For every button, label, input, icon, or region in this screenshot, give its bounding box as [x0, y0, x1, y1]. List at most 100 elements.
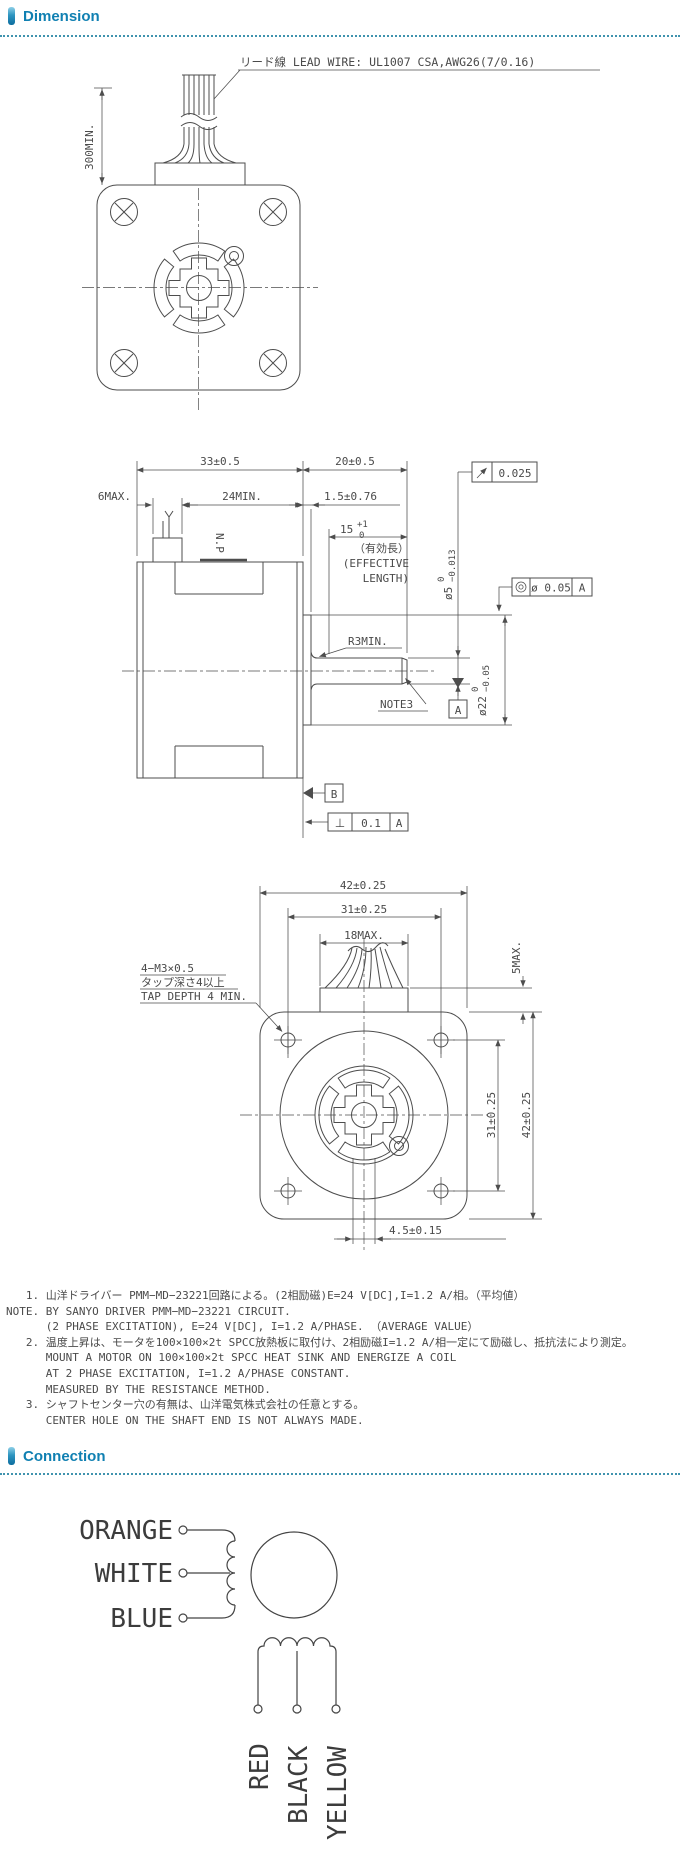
phase-b-coil: [257, 1637, 337, 1705]
lead-wire-label: リード線 LEAD WIRE: UL1007 CSA,AWG26(7/0.16): [240, 55, 535, 69]
index-hole-inner: [229, 251, 239, 261]
svg-text:4−M3×0.5: 4−M3×0.5: [141, 962, 194, 975]
index-hole-rear-inner: [394, 1141, 404, 1151]
note-line: MEASURED BY THE RESISTANCE METHOD.: [6, 1382, 271, 1396]
perpendicularity-value: 0.1: [361, 817, 381, 830]
wire-label-white: WHITE: [95, 1559, 173, 1589]
motor-body-side: [136, 561, 304, 779]
lead-wire-bundle-rear: [324, 942, 404, 989]
concentricity-value: ø 0.05: [531, 582, 571, 595]
svg-text:ø5: ø5: [442, 587, 455, 600]
section-pill-icon: [8, 1447, 15, 1465]
effective-length-en2: LENGTH): [363, 572, 409, 585]
fcf-concentricity: ø 0.05 A: [496, 577, 593, 612]
note3-ref: NOTE3: [380, 698, 413, 711]
dimension-section-title: Dimension: [23, 7, 100, 25]
dim-effective-length: 15: [340, 523, 353, 536]
perpendicularity-datum: A: [396, 817, 403, 830]
motor-symbol: [250, 1531, 338, 1619]
tap-label: 4−M3×0.5 タップ深さ4以上 TAP DEPTH 4 MIN.: [140, 962, 283, 1032]
dim-hole-pitch-v: 31±0.25: [485, 1092, 498, 1138]
flange-screws: [110, 198, 287, 377]
dim-shaft-dia: ø5 0 −0.013: [437, 549, 458, 600]
svg-text:ø22: ø22: [476, 696, 489, 716]
terminal-black: [292, 1704, 302, 1714]
datum-a-label: A: [455, 704, 462, 717]
svg-text:−0.013: −0.013: [448, 549, 458, 582]
terminal-blue: [178, 1613, 188, 1623]
dim-eff-tol-upper: +1: [357, 520, 368, 530]
wire-exit-block-side: [152, 537, 183, 563]
dim-front-width: 42±0.25: [340, 879, 386, 892]
dim-boss-dia: ø22 0 −0.05: [471, 665, 492, 716]
fillet-label: R3MIN.: [348, 635, 388, 648]
note-line: NOTE. BY SANYO DRIVER PMM−MD−23221 CIRCU…: [6, 1304, 291, 1318]
fcf-runout: 0.025: [458, 461, 538, 483]
wire-label-red: RED: [245, 1743, 275, 1790]
note-line: 3. シャフトセンター穴の有無は、山洋電気株式会社の任意とする。: [6, 1398, 365, 1412]
section-pill-icon: [8, 7, 15, 25]
dim-wire-offset: 4.5±0.15: [389, 1224, 442, 1237]
connection-divider: [0, 1473, 680, 1475]
note-line: MOUNT A MOTOR ON 100×100×2t SPCC HEAT SI…: [6, 1351, 457, 1365]
dim-hole-pitch-h: 31±0.25: [341, 903, 387, 916]
dim-front-height: 42±0.25: [520, 1092, 533, 1138]
runout-icon: [476, 467, 487, 479]
wire-label-blue: BLUE: [110, 1604, 173, 1634]
datum-a: A: [448, 678, 468, 719]
dim-body-length: 24MIN.: [222, 490, 262, 503]
drawing-notes: 1. 山洋ドライバー PMM−MD−23221回路による。(2相励磁)E=24 …: [6, 1288, 633, 1428]
dim-block-height: 5MAX.: [510, 941, 523, 974]
note-line: 2. 温度上昇は、モータを100×100×2t SPCC放熱板に取付け、2相励磁…: [6, 1335, 633, 1349]
runout-value: 0.025: [498, 467, 531, 480]
concentricity-icon: [515, 581, 527, 593]
rear-view: 42±0.25 31±0.25 18MAX. 4−M3×0.5 タップ深さ4以上…: [140, 879, 542, 1250]
wire-label-orange: ORANGE: [79, 1516, 173, 1546]
note-line: 1. 山洋ドライバー PMM−MD−23221回路による。(2相励磁)E=24 …: [6, 1289, 525, 1302]
dim-block-length: 6MAX.: [98, 490, 131, 503]
fcf-perpendicularity: ⊥ 0.1 A: [305, 812, 409, 832]
effective-length-en1: (EFFECTIVE: [343, 557, 409, 570]
terminal-yellow: [331, 1704, 341, 1714]
perpendicularity-icon: ⊥: [335, 816, 345, 830]
dimension-divider: [0, 35, 680, 37]
lead-wire-bundle: [162, 74, 237, 164]
motor-body-rear: [259, 1011, 468, 1220]
dim-total-length: 33±0.5: [200, 455, 240, 468]
wire-label-yellow: YELLOW: [323, 1746, 353, 1840]
svg-text:0: 0: [437, 577, 447, 582]
dim-wire-length: 300MIN.: [83, 124, 96, 170]
dim-wire-width: 18MAX.: [344, 929, 384, 942]
datum-b: B: [303, 783, 344, 803]
wire-exit-block-top: [154, 162, 246, 186]
connection-section-header: Connection: [0, 1447, 680, 1465]
phase-a-coil: [226, 1540, 236, 1606]
dim-boss-height: 1.5±0.76: [324, 490, 377, 503]
effective-length-jp: （有効長）: [354, 541, 409, 555]
side-view: N.P 33±0.5 20±0.5 6MAX. 24MIN. 1.5±0.76: [98, 455, 593, 838]
note-line: CENTER HOLE ON THE SHAFT END IS NOT ALWA…: [6, 1413, 364, 1427]
top-view: リード線 LEAD WIRE: UL1007 CSA,AWG26(7/0.16)…: [82, 55, 600, 410]
svg-text:0: 0: [471, 687, 481, 692]
dim-eff-tol-lower: 0: [359, 531, 364, 541]
dimension-section-header: Dimension: [0, 7, 680, 25]
wire-label-black: BLACK: [284, 1745, 314, 1824]
svg-text:TAP DEPTH 4 MIN.: TAP DEPTH 4 MIN.: [141, 990, 247, 1003]
note-line: (2 PHASE EXCITATION), E=24 V[DC], I=1.2 …: [6, 1320, 479, 1334]
nameplate-label: N.P: [213, 533, 226, 553]
terminal-red: [253, 1704, 263, 1714]
svg-text:−0.05: −0.05: [482, 665, 492, 692]
dim-shaft-length: 20±0.5: [335, 455, 375, 468]
connection-diagram: ORANGE WHITE BLUE RED BLACK YELLOW: [79, 1516, 353, 1840]
index-hole-outer: [224, 246, 244, 266]
rotor-pattern-top: [153, 242, 245, 334]
index-hole-rear-outer: [389, 1136, 409, 1156]
concentricity-datum: A: [579, 582, 586, 595]
connection-section-title: Connection: [23, 1447, 106, 1465]
svg-text:タップ深さ4以上: タップ深さ4以上: [141, 976, 225, 989]
datum-b-label: B: [331, 788, 338, 801]
tap-holes: [274, 1026, 455, 1205]
note-line: AT 2 PHASE EXCITATION, I=1.2 A/PHASE CON…: [6, 1366, 351, 1380]
pilot-boss: [303, 614, 312, 726]
